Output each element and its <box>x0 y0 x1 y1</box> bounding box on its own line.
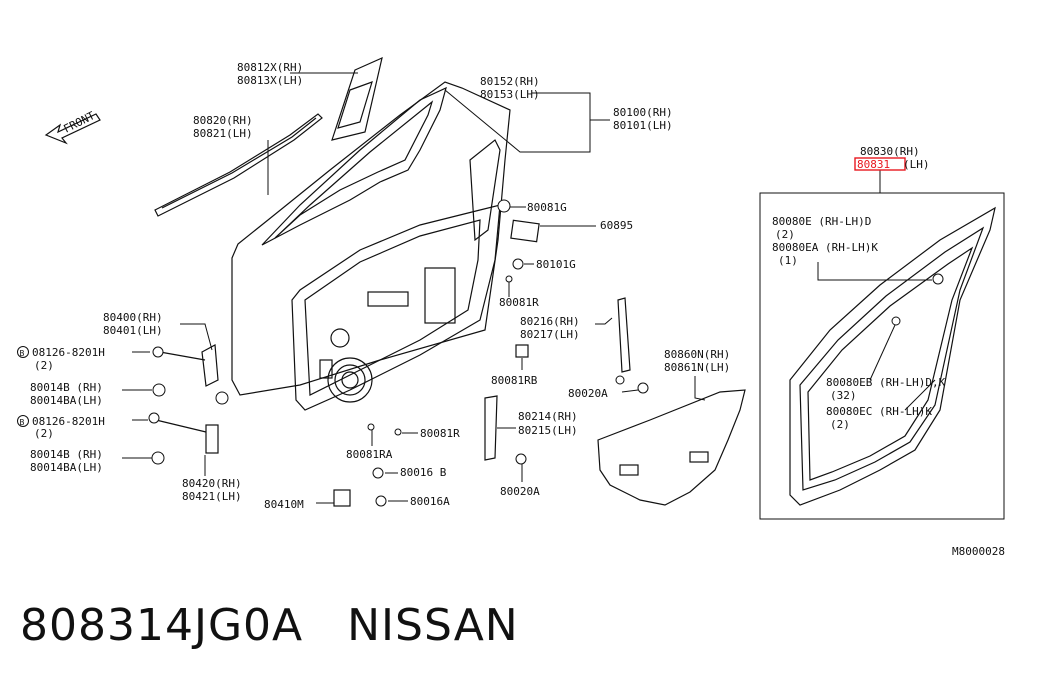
label-80014b-2: 80014B (RH) <box>30 448 103 461</box>
bolt-symbol-1: B <box>17 346 29 358</box>
label-80153: 80153(LH) <box>480 88 540 101</box>
label-80217: 80217(LH) <box>520 328 580 341</box>
label-80830: 80830(RH) <box>860 145 920 158</box>
label-80400: 80400(RH) <box>103 311 163 324</box>
label-80080ec-qty: (2) <box>830 418 850 431</box>
part-number: 808314JG0A <box>20 600 304 651</box>
label-80020a-2: 80020A <box>500 485 540 498</box>
label-bolt-1-qty: (2) <box>34 359 54 372</box>
label-80831-selected: 80831 <box>857 158 890 171</box>
sash-artwork <box>484 297 649 465</box>
label-80081r-2: 80081R <box>420 427 460 440</box>
label-80080e: 80080E (RH-LH)D <box>772 215 871 228</box>
label-80860n: 80860N(RH) <box>664 348 730 361</box>
svg-text:B: B <box>20 418 25 427</box>
label-80216: 80216(RH) <box>520 315 580 328</box>
label-80080ec: 80080EC (RH-LH)K <box>826 405 932 418</box>
label-80820: 80820(RH) <box>193 114 253 127</box>
label-80831-side: (LH) <box>903 158 930 171</box>
part-caption: 808314JG0A NISSAN <box>20 600 519 660</box>
label-80080eb-qty: (32) <box>830 389 857 402</box>
label-80014ba-1: 80014BA(LH) <box>30 394 103 407</box>
label-80101: 80101(LH) <box>613 119 673 132</box>
label-80214: 80214(RH) <box>518 410 578 423</box>
brand-name: NISSAN <box>347 600 519 651</box>
label-80421: 80421(LH) <box>182 490 242 503</box>
label-80420: 80420(RH) <box>182 477 242 490</box>
weatherstrip-box <box>759 192 1005 520</box>
leader-lines <box>122 72 936 504</box>
hinge-artwork <box>148 344 387 507</box>
label-80821: 80821(LH) <box>193 127 253 140</box>
label-60895: 60895 <box>600 219 633 232</box>
label-80861n: 80861N(LH) <box>664 361 730 374</box>
label-80101g: 80101G <box>536 258 576 271</box>
label-80081rb: 80081RB <box>491 374 538 387</box>
door-artwork <box>44 56 511 411</box>
label-80080e-qty: (2) <box>775 228 795 241</box>
label-bolt-2: 08126-8201H <box>32 415 105 428</box>
label-bolt-2-qty: (2) <box>34 427 54 440</box>
sealing-screen-artwork <box>597 389 746 506</box>
label-bolt-1: 08126-8201H <box>32 346 105 359</box>
label-80410m: 80410M <box>264 498 304 511</box>
svg-text:B: B <box>20 349 25 358</box>
label-80100: 80100(RH) <box>613 106 673 119</box>
label-80081ra: 80081RA <box>346 448 393 461</box>
label-80401: 80401(LH) <box>103 324 163 337</box>
label-80014b-1: 80014B (RH) <box>30 381 103 394</box>
label-80081r: 80081R <box>499 296 539 309</box>
label-80016a: 80016A <box>410 495 450 508</box>
front-indicator: FRONT <box>61 109 97 136</box>
label-80152: 80152(RH) <box>480 75 540 88</box>
part-labels: 80812X(RH) 80813X(LH) FRONT 80820(RH) 80… <box>30 61 1005 558</box>
label-80020a-1: 80020A <box>568 387 608 400</box>
diagram-code: M8000028 <box>952 545 1005 558</box>
label-80014ba-2: 80014BA(LH) <box>30 461 103 474</box>
label-80081g: 80081G <box>527 201 567 214</box>
bolt-symbol-2: B <box>17 415 29 427</box>
label-80812x: 80812X(RH) <box>237 61 303 74</box>
selected-part-highlight <box>854 157 906 171</box>
label-80080ea-qty: (1) <box>778 254 798 267</box>
label-80215: 80215(LH) <box>518 424 578 437</box>
label-80080eb: 80080EB (RH-LH)D,K <box>826 376 946 389</box>
label-80080ea: 80080EA (RH-LH)K <box>772 241 878 254</box>
label-80813x: 80813X(LH) <box>237 74 303 87</box>
clip-artwork <box>367 199 540 436</box>
label-80016b: 80016 B <box>400 466 447 479</box>
